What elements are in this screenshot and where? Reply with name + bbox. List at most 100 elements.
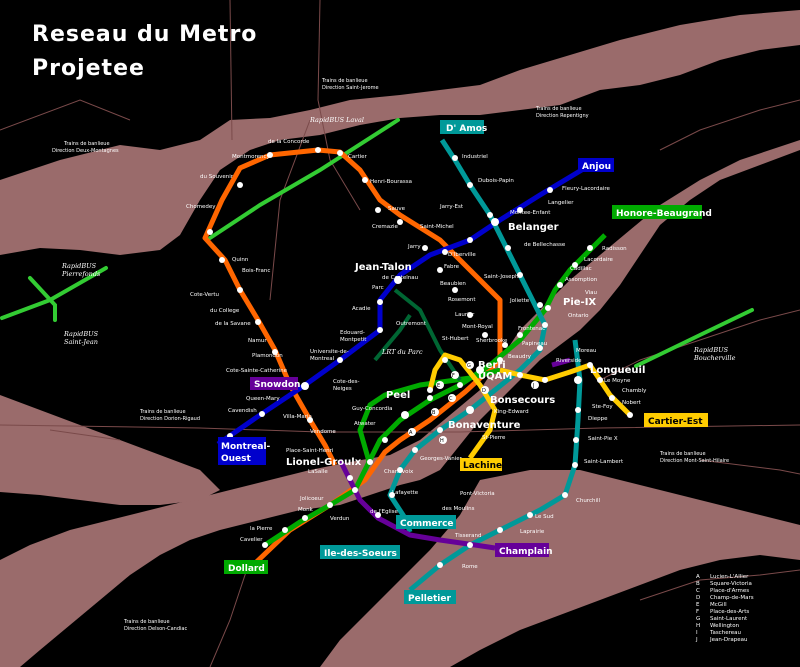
label-universite-1: Universite-de-: [310, 349, 349, 355]
terminal-d-amos: D' Amos: [446, 124, 487, 134]
label-rapidbus-stjean-1: RapidBUS: [63, 330, 99, 338]
terminal-boxes: D' Amos Anjou Honore-Beaugrand Montreal-…: [218, 120, 712, 604]
label-rapidbus-stjean-2: Saint-Jean: [64, 338, 98, 346]
label-bonsecours: Bonsecours: [490, 395, 555, 406]
svg-text:C: C: [449, 396, 453, 402]
note-dorion-1: Trains de banlieue: [139, 409, 186, 415]
svg-text:B: B: [432, 410, 436, 416]
terminal-dollard: Dollard: [228, 564, 265, 574]
label-laurier: Laurier: [455, 312, 475, 318]
label-laprairie: Laprairie: [520, 529, 545, 535]
label-chambly: Chambly: [622, 388, 647, 394]
terminal-montreal-ouest-1: Montreal-: [221, 442, 271, 452]
saint-lawrence-river: [0, 140, 800, 667]
label-diberville: D'Iberville: [448, 252, 476, 258]
label-churchill: Churchill: [576, 498, 601, 504]
terminal-anjou: Anjou: [582, 162, 611, 172]
svg-text:D: D: [482, 388, 486, 394]
label-beaubien: Beaubien: [440, 281, 466, 287]
label-place-st-henri: Place-Saint-Henri: [286, 448, 334, 454]
terminal-snowdon: Snowdon: [254, 380, 300, 390]
label-beaudry: Beaudry: [508, 354, 532, 360]
label-fleury: Fleury-Lacordaire: [562, 186, 610, 192]
label-tisserand: Tisserand: [454, 533, 481, 539]
label-henri-bourassa: Henri-Bourassa: [370, 179, 412, 185]
label-cavendish: Cavendish: [228, 408, 257, 414]
rapidbus-st-jean-line: [28, 276, 57, 322]
label-bellechasse: de Bellechasse: [524, 242, 566, 248]
label-jarry: Jarry: [407, 244, 421, 250]
letter-markers: A B C D E F G H J: [408, 361, 539, 444]
terminal-ile-des-soeurs: Ile-des-Soeurs: [324, 549, 397, 559]
label-verdun: Verdun: [330, 516, 350, 522]
label-pie-ix: Pie-IX: [563, 297, 596, 308]
label-de-castelnau: de Castelnau: [382, 275, 418, 281]
label-cadillac: Cadillac: [570, 266, 592, 272]
label-montmorency: Montmorency: [232, 154, 271, 160]
legend-key: F: [696, 609, 700, 615]
label-joliette: Joliette: [509, 298, 530, 304]
legend-key: B: [696, 581, 700, 587]
label-universite-2: Montreal: [310, 356, 335, 362]
label-lasalle: LaSalle: [308, 469, 328, 475]
label-sherbrooke: Sherbrooke: [476, 338, 508, 344]
label-de-la-concorde: de la Concorde: [268, 139, 310, 145]
label-lionel-groulx: Lionel-Groulx: [286, 457, 362, 468]
label-la-pierre: la Pierre: [250, 526, 273, 532]
label-plamondon: Plamondon: [252, 353, 283, 359]
label-rapidbus-pierrefonds-1: RapidBUS: [61, 262, 97, 270]
label-cote-ste-cath: Cote-Sainte-Catherine: [226, 368, 288, 374]
lac-saint-louis: [0, 395, 220, 505]
label-king-edward: King-Edward: [494, 409, 529, 415]
label-radisson: Radisson: [602, 246, 627, 252]
map-title-line1: Reseau du Metro: [32, 22, 258, 47]
label-industriel: Industriel: [462, 154, 488, 160]
label-le-sud: Le Sud: [535, 514, 554, 520]
commuter-notes: Trains de banlieue Direction Saint-Jerom…: [52, 78, 729, 632]
svg-text:E: E: [437, 383, 440, 389]
label-guy-concordia: Guy-Concordia: [352, 406, 393, 412]
green-line: [263, 233, 607, 548]
label-fabre: Fabre: [444, 264, 460, 270]
terminal-honore: Honore-Beaugrand: [616, 209, 712, 219]
laprairie-basin: [320, 470, 800, 667]
label-belanger: Belanger: [508, 222, 559, 233]
legend-key: A: [696, 574, 700, 580]
lrt-line: [373, 288, 462, 382]
label-du-souvenir: du Souvenir: [200, 174, 234, 180]
legend-key: E: [696, 602, 700, 608]
note-st-jerome-2: Direction Saint-Jerome: [322, 85, 379, 91]
legend-label: Champ-de-Mars: [710, 595, 754, 601]
label-monk: Monk: [298, 507, 314, 513]
label-queen-mary: Queen-Mary: [246, 396, 280, 402]
rapidbus-lines: [0, 118, 754, 368]
svg-text:F: F: [452, 373, 455, 379]
label-longueuil: Longueuil: [590, 365, 645, 376]
legend-label: Square-Victoria: [710, 581, 752, 587]
label-namur: Namur: [248, 338, 267, 344]
label-edouard-1: Edouard-: [340, 330, 365, 336]
label-rapidbus-laval: RapidBUS Laval: [309, 116, 364, 124]
label-jean-talon: Jean-Talon: [354, 262, 412, 273]
label-moreau: Moreau: [576, 348, 597, 354]
label-rapidbus-boucherville-1: RapidBUS: [693, 346, 729, 354]
label-cdn-2: Neiges: [333, 386, 352, 392]
legend-key: J: [696, 637, 698, 643]
label-viau: Viau: [585, 290, 597, 296]
label-mont-royal: Mont-Royal: [462, 324, 493, 330]
note-deux-montagnes-2: Direction Deux-Montagnes: [52, 148, 119, 154]
label-st-pierre: St-Pierre: [482, 435, 506, 441]
label-acadie: Acadie: [352, 306, 371, 312]
label-savane: de la Savane: [215, 321, 251, 327]
label-georges-vanier: Georges-Vanier: [420, 456, 463, 462]
terminal-lachine: Lachine: [463, 461, 502, 471]
